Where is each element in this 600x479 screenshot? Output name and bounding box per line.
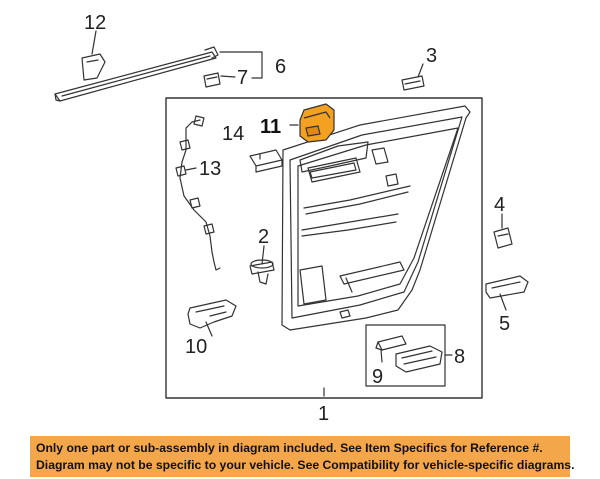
callout-8: 8	[454, 346, 465, 368]
lamp-housing	[395, 345, 443, 373]
door-trim-assembly-frame	[165, 97, 483, 399]
callout-13: 13	[199, 158, 221, 180]
pull-handle-piece	[485, 275, 529, 299]
callout-11: 11	[260, 116, 281, 138]
wire-harness	[175, 115, 221, 271]
callout-10: 10	[185, 336, 207, 358]
callout-14: 14	[222, 123, 244, 145]
callout-12: 12	[84, 12, 106, 34]
callout-9: 9	[372, 366, 383, 388]
disclaimer-line-1: Only one part or sub-assembly in diagram…	[36, 441, 543, 455]
callout-5: 5	[499, 313, 510, 335]
leader-lines	[91, 30, 507, 397]
callout-2: 2	[258, 226, 269, 248]
disclaimer-line-2: Diagram may not be specific to your vehi…	[36, 458, 575, 472]
highlighted-part-11	[299, 103, 335, 143]
callout-labels: 1 2 3 4 5 6 7 8 9 10 11 12 13 14	[84, 12, 510, 425]
bulb	[375, 335, 407, 351]
door-trim-panel	[281, 105, 471, 331]
callout-1: 1	[318, 403, 329, 425]
callout-6: 6	[275, 56, 286, 78]
group-bracket-6-7	[219, 51, 263, 79]
cap-piece	[401, 75, 425, 91]
callout-7: 7	[237, 67, 248, 89]
moulding-clip	[203, 72, 221, 88]
callout-3: 3	[426, 45, 437, 67]
callout-4: 4	[494, 194, 505, 216]
switch-panel	[249, 149, 283, 173]
garnish-piece	[81, 53, 106, 81]
cover-piece	[493, 227, 513, 249]
disclaimer-banner: Only one part or sub-assembly in diagram…	[30, 436, 575, 477]
belt-moulding-strip	[54, 46, 219, 102]
inside-handle	[187, 299, 237, 329]
